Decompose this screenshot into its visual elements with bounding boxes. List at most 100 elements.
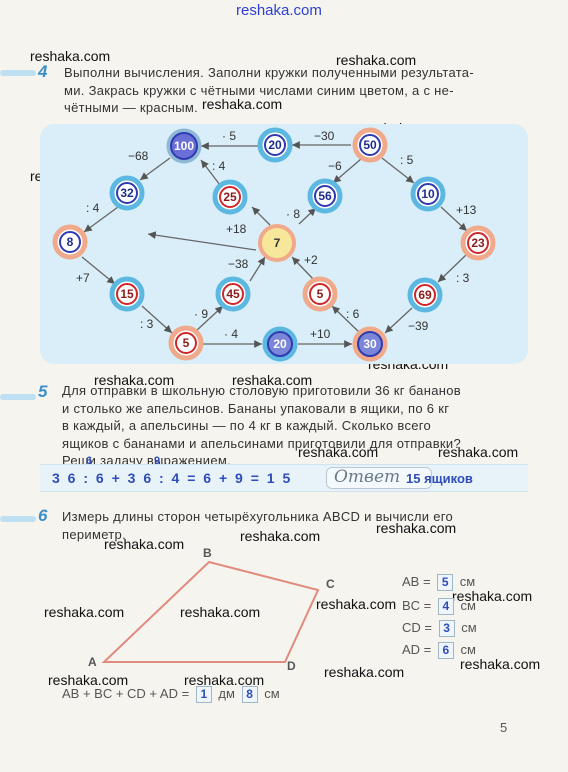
op-label: · 8 [286, 207, 300, 221]
task-4-text: Выполни вычисления. Заполни кружки получ… [64, 64, 474, 117]
quadrilateral-abcd [101, 560, 320, 663]
vertex-label: B [203, 546, 212, 560]
node-circle: 10 [410, 176, 446, 212]
node-value: 30 [363, 337, 377, 351]
diagram-nodes: 100 20 50 32 25 56 1 [52, 127, 496, 362]
op-label: +18 [226, 222, 247, 236]
task-5-line: Для отправки в школьную столовую пригото… [62, 383, 461, 398]
vertex-label: D [287, 659, 296, 673]
node-value: 15 [120, 287, 134, 301]
calc-diagram: · 5 −30 −68 : 4 −6 : 5 : 4 · 8 +13 +18 +… [52, 127, 496, 362]
node-value: 25 [223, 190, 237, 204]
watermark: reshaka.com [94, 372, 175, 388]
node-circle: 23 [460, 225, 496, 261]
op-label: : 4 [86, 201, 100, 215]
op-label: −39 [408, 319, 429, 333]
measurement-label: BC = [402, 598, 432, 613]
measurement-value: 6 [437, 642, 454, 659]
op-label: : 5 [400, 153, 414, 167]
op-label: : 3 [456, 271, 470, 285]
measurement-label: AD = [402, 642, 432, 657]
answer-value: 15 ящиков [406, 471, 473, 486]
op-label: −6 [328, 159, 342, 173]
node-circle: 20 [257, 127, 293, 163]
node-value: 32 [120, 186, 134, 200]
task-marker-line [0, 70, 36, 76]
node-circle: 45 [215, 276, 251, 312]
task-5-number: 5 [38, 382, 48, 401]
measurement-row: BC = 4 см [402, 598, 476, 615]
node-circle: 25 [212, 179, 248, 215]
node-value: 7 [274, 236, 281, 250]
node-circle: 50 [352, 127, 388, 163]
task-4-line: чётными — красным. [64, 100, 199, 115]
watermark: reshaka.com [460, 656, 541, 672]
watermark: reshaka.com [202, 96, 283, 112]
op-label: · 5 [222, 129, 236, 143]
op-label: +10 [310, 327, 331, 341]
answer-box [326, 467, 432, 489]
op-label: : 6 [346, 307, 360, 321]
vertex-label: A [88, 655, 97, 669]
op-label: −38 [228, 257, 249, 271]
watermark: reshaka.com [236, 2, 322, 19]
node-value: 50 [363, 138, 377, 152]
watermark: reshaka.com [180, 604, 261, 620]
task-5-line: и столько же апельсинов. Бананы упаковал… [62, 400, 450, 416]
perimeter-dm-value: 1 [195, 686, 212, 703]
measurement-row: AB = 5 см [402, 574, 475, 591]
watermark: reshaka.com [376, 520, 457, 536]
node-value: 5 [317, 287, 324, 301]
node-value: 69 [418, 288, 432, 302]
op-label: +13 [456, 203, 477, 217]
node-circle: 15 [109, 276, 145, 312]
op-label: −30 [314, 129, 335, 143]
answer-label: Ответ [334, 467, 401, 487]
perimeter-cm-unit: см [264, 686, 280, 701]
node-value: 10 [421, 187, 435, 201]
node-circle: 20 [262, 326, 298, 362]
perimeter-label: AB + BC + CD + AD = [62, 686, 190, 701]
measurement-row: CD = 3 см [402, 620, 477, 637]
page-number: 5 [500, 720, 508, 735]
perimeter-row: AB + BC + CD + AD = 1 дм 8 см [62, 686, 280, 703]
quadrilateral-figure: A B C D [88, 546, 335, 673]
node-value: 8 [67, 235, 74, 249]
task-5-line: ящиков с бананами и апельсинами приготов… [62, 435, 461, 451]
diagram-arrows [81, 141, 468, 348]
answer-row: 6 9 3 6 : 6 + 3 6 : 4 = 6 + 9 = 1 5 Отве… [40, 455, 528, 492]
task-6-line: Измерь длины сторон четырёхугольника ABC… [62, 509, 454, 524]
diagram-operations: · 5 −30 −68 : 4 −6 : 5 : 4 · 8 +13 +18 +… [76, 129, 477, 341]
node-value: 100 [174, 139, 194, 153]
vertex-label: C [326, 577, 335, 591]
op-label: +2 [304, 253, 318, 267]
measurement-unit: см [461, 620, 477, 635]
watermark: reshaka.com [240, 528, 321, 544]
op-label: −68 [128, 149, 149, 163]
solution-expression: 3 6 : 6 + 3 6 : 4 = 6 + 9 = 1 5 [52, 470, 293, 486]
task-4-line: ми. Закрась кружки с чётными числами син… [64, 82, 454, 98]
node-value: 5 [183, 336, 190, 350]
watermark: reshaka.com [298, 444, 379, 460]
watermark: reshaka.com [48, 672, 129, 688]
op-label: : 3 [140, 317, 154, 331]
task-marker-line [0, 394, 36, 400]
watermark: reshaka.com [232, 372, 313, 388]
measurement-row: AD = 6 см [402, 642, 476, 659]
task-6-text: Измерь длины сторон четырёхугольника ABC… [62, 508, 453, 543]
task-6-number: 6 [38, 506, 48, 525]
task-4-line: Выполни вычисления. Заполни кружки получ… [64, 65, 474, 80]
task-5-text: Для отправки в школьную столовую пригото… [62, 382, 461, 470]
watermark: reshaka.com [452, 588, 533, 604]
watermark: reshaka.com [316, 596, 397, 612]
op-label: · 4 [224, 327, 238, 341]
node-circle: 32 [109, 175, 145, 211]
measurement-unit: см [460, 642, 476, 657]
node-circle: 7 [258, 224, 296, 262]
measurement-value: 4 [437, 598, 454, 615]
op-label: +7 [76, 271, 90, 285]
node-circle: 5 [168, 325, 204, 361]
node-value: 56 [318, 189, 332, 203]
node-value: 20 [268, 138, 282, 152]
measurement-unit: см [460, 598, 476, 613]
